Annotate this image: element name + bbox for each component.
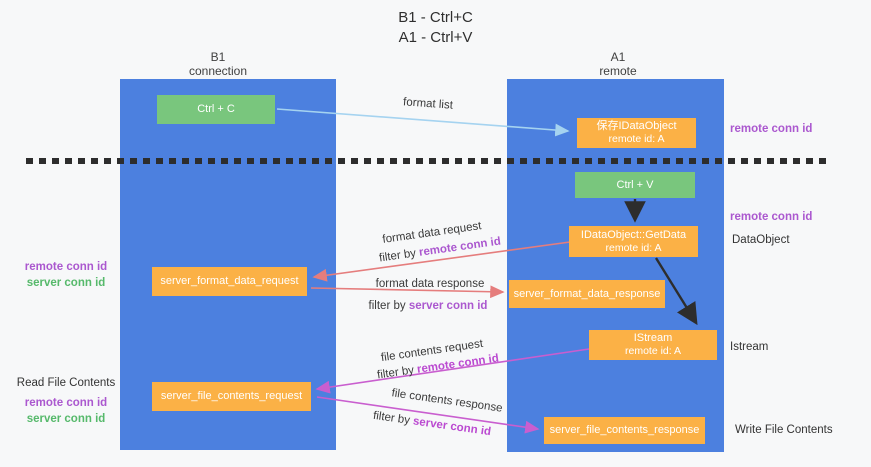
server-file-contents-response-node: server_file_contents_response [544, 417, 705, 444]
idataobject-getdata-line1: IDataObject::GetData [580, 228, 687, 241]
format-data-response-label: format data response [375, 278, 485, 290]
save-idataobject-line1: 保存IDataObject [596, 120, 677, 132]
format-data-response-arrow [310, 285, 505, 299]
right-column-header-line1: A1 [610, 50, 626, 64]
left-server-conn-id-2: server conn id [26, 413, 106, 425]
file-contents-response-arrow [316, 396, 540, 434]
server-format-data-request-label: server_format_data_request [160, 275, 299, 287]
format-data-request-arrow [312, 241, 571, 282]
left-column-header-line1: B1 [210, 50, 226, 64]
getdata-to-istream-arrow [654, 257, 698, 326]
format-list-arrow [276, 108, 570, 137]
istream-line1: IStream [633, 332, 673, 344]
ctrl-c-node: Ctrl + C [157, 95, 275, 124]
diagram-title: B1 - Ctrl+C A1 - Ctrl+V [0, 8, 871, 48]
left-remote-conn-id-2: remote conn id [24, 397, 108, 409]
ctrl-v-node: Ctrl + V [575, 172, 695, 198]
server-conn-id-highlight-1: server conn id [408, 300, 488, 312]
file-contents-request-arrow [315, 348, 590, 394]
left-column-header-line2: connection [188, 64, 248, 78]
save-idataobject-node: 保存IDataObject remote id: A [577, 118, 696, 148]
right-remote-conn-id-top: remote conn id [730, 123, 813, 135]
left-column-header: B1 connection [148, 50, 288, 78]
istream-line2: remote id: A [624, 345, 682, 357]
idataobject-getdata-node: IDataObject::GetData remote id: A [569, 226, 698, 257]
idataobject-getdata-line2: remote id: A [605, 241, 662, 254]
dataobject-label: DataObject [732, 234, 790, 246]
istream-side-label: Istream [730, 341, 769, 353]
filter-by-server-conn-id-label-1: filter by server conn id [369, 300, 488, 312]
server-format-data-request-node: server_format_data_request [152, 267, 307, 296]
server-format-data-response-label: server_format_data_response [513, 287, 661, 300]
ctrl-v-label: Ctrl + V [616, 178, 654, 191]
title-line-1: B1 - Ctrl+C [398, 9, 473, 26]
server-file-contents-response-label: server_file_contents_response [549, 424, 700, 436]
title-line-2: A1 - Ctrl+V [398, 29, 473, 46]
filter-prefix-2: filter by [368, 300, 409, 312]
ctrl-c-label: Ctrl + C [197, 103, 235, 115]
server-file-contents-request-node: server_file_contents_request [152, 382, 311, 411]
right-column-header-line2: remote [599, 64, 637, 78]
write-file-contents-label: Write File Contents [735, 424, 833, 436]
phase-separator-dashed-line [26, 158, 832, 164]
server-file-contents-request-label: server_file_contents_request [160, 390, 303, 402]
right-column-header: A1 remote [548, 50, 688, 78]
right-remote-conn-id-mid: remote conn id [730, 211, 813, 223]
left-server-conn-id-1: server conn id [26, 277, 106, 289]
read-file-contents-label: Read File Contents [16, 377, 116, 389]
left-remote-conn-id-1: remote conn id [24, 261, 108, 273]
server-format-data-response-node: server_format_data_response [509, 280, 665, 308]
istream-node: IStream remote id: A [589, 330, 717, 360]
save-idataobject-line2: remote id: A [608, 133, 665, 145]
